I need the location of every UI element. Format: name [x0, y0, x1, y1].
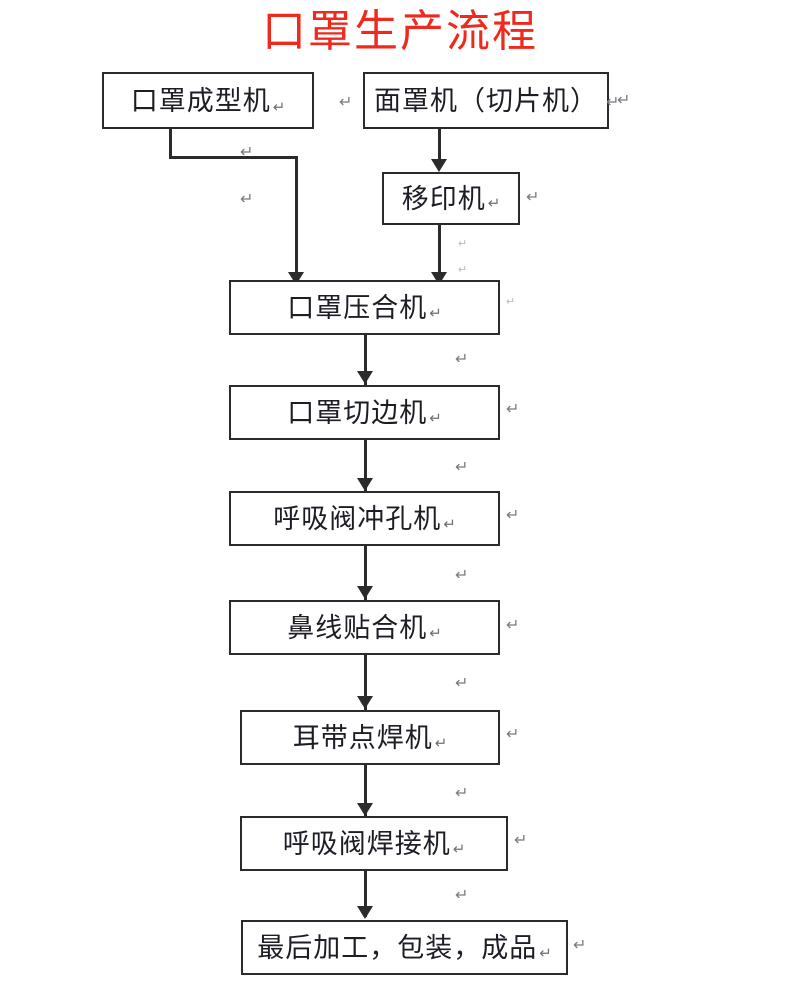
paragraph-mark-icon: ↵ — [455, 567, 469, 584]
connector-slicer-to-padprint — [438, 129, 441, 165]
paragraph-mark-icon: ↵ — [455, 459, 469, 476]
connector-forming-to-pressing-segment-down — [169, 129, 172, 159]
node-ear-loop-spot-welder[interactable]: 耳带点焊机 ↵ — [240, 710, 500, 765]
node-label: 口罩切边机 — [287, 397, 428, 428]
page-title: 口罩生产流程 — [262, 7, 538, 56]
node-nose-wire-bonding-machine[interactable]: 鼻线贴合机 ↵ — [229, 600, 500, 655]
paragraph-mark-icon: ↵ — [452, 841, 466, 858]
node-valve-welding-machine[interactable]: 呼吸阀焊接机 ↵ — [240, 816, 508, 871]
arrowhead-icon — [357, 906, 373, 919]
paragraph-mark-icon: ↵ — [506, 726, 520, 743]
node-label: 面罩机（切片机） — [374, 85, 598, 116]
paragraph-mark-icon: ↵ — [506, 617, 520, 634]
arrowhead-icon — [357, 371, 373, 384]
node-mask-pressing-machine[interactable]: 口罩压合机 ↵ — [229, 280, 500, 335]
paragraph-mark-icon: ↵ — [272, 99, 286, 116]
paragraph-mark-icon: ↵ — [573, 937, 587, 954]
paragraph-mark-icon: ↵ — [506, 401, 520, 418]
arrowhead-icon — [357, 696, 373, 709]
paragraph-mark-icon: ↵ — [339, 94, 353, 111]
node-label: 移印机 — [401, 183, 486, 214]
connector-punching-to-nosewire — [364, 546, 367, 600]
paragraph-mark-icon: ↵ — [429, 410, 442, 427]
node-label: 呼吸阀冲孔机 — [273, 503, 442, 534]
connector-earloop-to-valvewelding — [364, 765, 367, 817]
connector-valvewelding-to-final — [364, 871, 367, 917]
paragraph-mark-icon: ↵ — [455, 351, 469, 368]
arrowhead-icon — [357, 478, 373, 491]
node-mask-forming-machine[interactable]: 口罩成型机 ↵ — [102, 72, 314, 129]
paragraph-mark-icon: ↵ — [455, 675, 469, 692]
paragraph-mark-icon: ↵ — [240, 144, 254, 161]
connector-padprint-to-pressing — [438, 225, 441, 276]
node-label: 最后加工，包装，成品 — [257, 932, 538, 963]
paragraph-mark-icon: ↵ — [617, 92, 631, 109]
paragraph-mark-icon: ↵ — [455, 785, 469, 802]
node-label: 呼吸阀焊接机 — [282, 828, 451, 859]
connector-trimming-to-punching — [364, 440, 367, 492]
connector-forming-to-pressing-segment-right — [169, 156, 298, 159]
paragraph-mark-icon: ↵ — [458, 238, 468, 250]
arrowhead-icon — [357, 803, 373, 816]
node-final-processing[interactable]: 最后加工，包装，成品 ↵ — [241, 920, 568, 975]
paragraph-mark-icon: ↵ — [443, 516, 456, 533]
paragraph-mark-icon: ↵ — [434, 735, 448, 752]
paragraph-mark-icon: ↵ — [506, 296, 516, 308]
paragraph-mark-icon: ↵ — [429, 305, 442, 322]
node-label: 口罩压合机 — [287, 292, 428, 323]
paragraph-mark-icon: ↵ — [240, 191, 254, 208]
paragraph-mark-icon: ↵ — [514, 832, 528, 849]
paragraph-mark-icon: ↵ — [606, 94, 620, 111]
paragraph-mark-icon: ↵ — [487, 195, 501, 212]
node-label: 口罩成型机 — [130, 85, 271, 116]
paragraph-mark-icon: ↵ — [539, 945, 552, 962]
connector-forming-to-pressing-segment-down2 — [295, 156, 298, 276]
connector-nosewire-to-earloop — [364, 655, 367, 710]
paragraph-mark-icon: ↵ — [429, 625, 442, 642]
paragraph-mark-icon: ↵ — [455, 887, 469, 904]
arrowhead-icon — [431, 159, 447, 172]
connector-pressing-to-trimming — [364, 335, 367, 385]
node-label: 耳带点焊机 — [292, 722, 433, 753]
paragraph-mark-icon: ↵ — [526, 189, 540, 206]
paragraph-mark-icon: ↵ — [506, 507, 520, 524]
node-valve-punching-machine[interactable]: 呼吸阀冲孔机 ↵ — [229, 491, 500, 546]
node-pad-printing-machine[interactable]: 移印机 ↵ — [382, 172, 520, 225]
node-mask-trimming-machine[interactable]: 口罩切边机 ↵ — [229, 385, 500, 440]
paragraph-mark-icon: ↵ — [458, 264, 468, 276]
node-face-mask-slicer[interactable]: 面罩机（切片机） — [363, 72, 609, 129]
arrowhead-icon — [357, 586, 373, 599]
node-label: 鼻线贴合机 — [287, 612, 428, 643]
